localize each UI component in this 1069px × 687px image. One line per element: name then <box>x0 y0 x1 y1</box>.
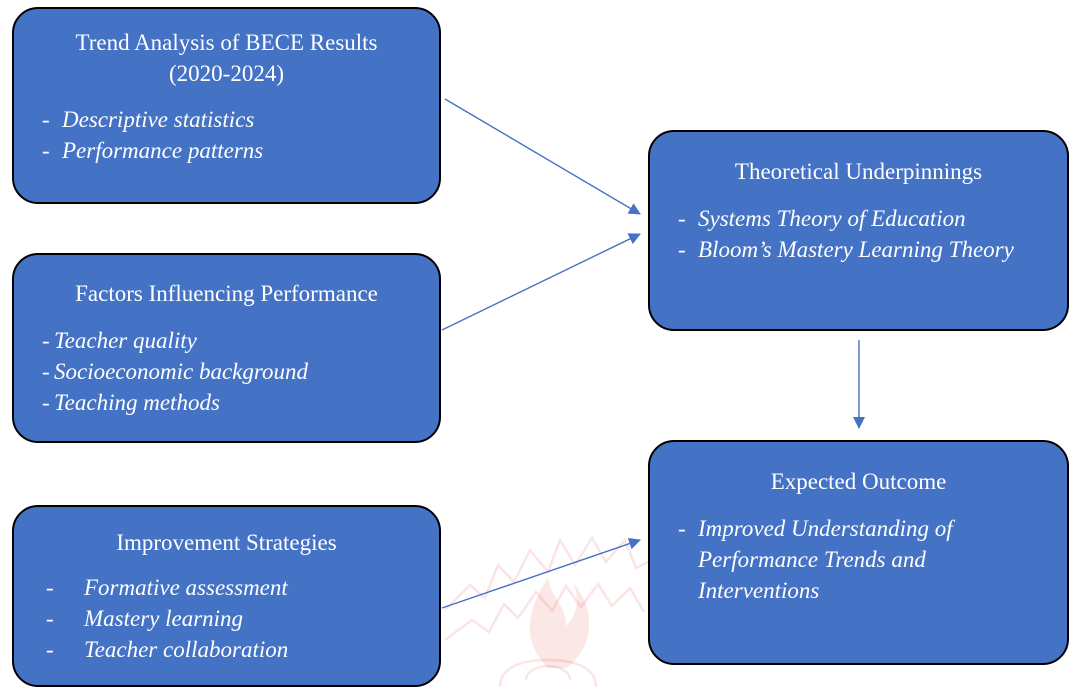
arrow-improvement-to-outcome <box>441 537 641 609</box>
list-item-dash: - <box>42 107 50 132</box>
list-item: -Improved Understanding of Performance T… <box>678 513 1037 606</box>
list-item-text: Bloom’s Mastery Learning Theory <box>698 237 1014 262</box>
node-improvement-list: -Formative assessment -Mastery learning … <box>14 572 439 665</box>
node-factors-list: -Teacher quality -Socioeconomic backgrou… <box>14 325 439 418</box>
node-theory-list: -Systems Theory of Education -Bloom’s Ma… <box>650 203 1067 265</box>
list-item-text: Teaching methods <box>54 390 220 415</box>
list-item-text: Teacher quality <box>54 328 197 353</box>
list-item-dash: - <box>42 359 50 384</box>
list-item: -Descriptive statistics <box>42 104 439 135</box>
list-item: -Teacher quality <box>42 325 439 356</box>
list-item-text: Descriptive statistics <box>62 107 255 132</box>
node-trend-analysis-title-line1: Trend Analysis of BECE Results <box>75 30 378 55</box>
list-item-text: Performance patterns <box>62 138 264 163</box>
node-improvement-title: Improvement Strategies <box>116 530 337 555</box>
arrow-factors-to-theory <box>441 233 641 331</box>
node-factors-title: Factors Influencing Performance <box>75 281 378 306</box>
list-item: - Teacher collaboration <box>46 634 439 665</box>
list-item-text: Formative assessment <box>84 575 288 600</box>
node-trend-analysis-title-line2: (2020-2024) <box>169 61 284 86</box>
list-item-dash: - <box>42 328 50 353</box>
list-item-dash: - <box>46 575 54 600</box>
arrow-trend-to-theory <box>444 98 641 215</box>
list-item-dash: - <box>42 138 50 163</box>
list-item-dash: - <box>678 206 686 231</box>
list-item-text: Teacher collaboration <box>84 637 289 662</box>
node-outcome-list: -Improved Understanding of Performance T… <box>650 513 1067 606</box>
list-item-text: Mastery learning <box>84 606 244 631</box>
node-theoretical-underpinnings: Theoretical Underpinnings -Systems Theor… <box>648 130 1069 331</box>
list-item: - Formative assessment <box>46 572 439 603</box>
node-outcome-title: Expected Outcome <box>770 469 947 494</box>
list-item-text: Systems Theory of Education <box>698 206 966 231</box>
node-theory-title: Theoretical Underpinnings <box>734 159 983 184</box>
list-item: -Teaching methods <box>42 387 439 418</box>
list-item-text: Improved Understanding of Performance Tr… <box>698 516 953 603</box>
list-item: - Mastery learning <box>46 603 439 634</box>
node-factors-influencing-performance: Factors Influencing Performance -Teacher… <box>12 253 441 443</box>
crest-sunburst <box>444 535 653 642</box>
list-item-dash: - <box>46 637 54 662</box>
list-item-dash: - <box>678 237 686 262</box>
node-expected-outcome: Expected Outcome -Improved Understanding… <box>648 440 1069 665</box>
list-item-dash: - <box>42 390 50 415</box>
list-item: -Socioeconomic background <box>42 356 439 387</box>
node-trend-analysis-title: Trend Analysis of BECE Results (2020-202… <box>14 27 439 89</box>
list-item-dash: - <box>678 516 686 541</box>
list-item: -Performance patterns <box>42 135 439 166</box>
node-trend-analysis: Trend Analysis of BECE Results (2020-202… <box>12 7 441 204</box>
list-item-dash: - <box>46 606 54 631</box>
list-item: -Bloom’s Mastery Learning Theory <box>678 234 1057 265</box>
crest-flame <box>529 578 590 668</box>
crest-lamp <box>498 658 598 687</box>
list-item-text: Socioeconomic background <box>54 359 308 384</box>
node-trend-analysis-list: -Descriptive statistics -Performance pat… <box>14 104 439 166</box>
node-improvement-strategies: Improvement Strategies - Formative assess… <box>12 505 441 687</box>
list-item: -Systems Theory of Education <box>678 203 1057 234</box>
